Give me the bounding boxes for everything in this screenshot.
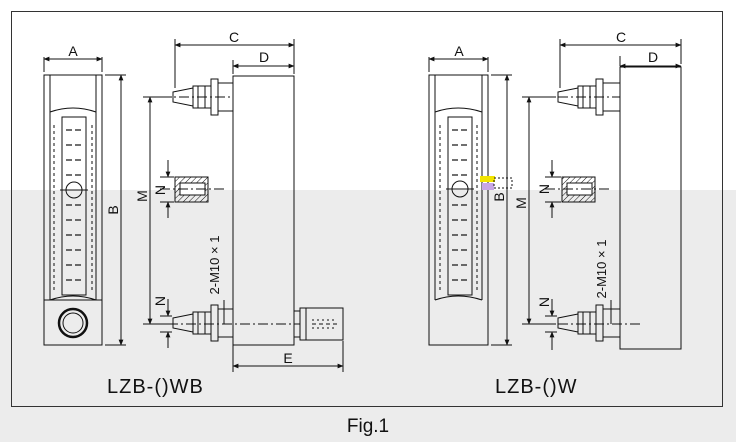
right-dim-b-label: B bbox=[491, 192, 507, 201]
left-view bbox=[43, 39, 344, 372]
left-model-label: LZB-()WB bbox=[107, 376, 204, 398]
right-dim-n-bottom-label: N bbox=[536, 297, 552, 307]
left-side-view bbox=[143, 75, 344, 346]
figure-frame bbox=[11, 11, 723, 407]
left-dim-d-label: D bbox=[259, 49, 269, 65]
right-view bbox=[428, 39, 682, 350]
right-side-view bbox=[522, 66, 682, 350]
right-dim-c-label: C bbox=[616, 29, 626, 45]
right-dim-n-top-label: N bbox=[536, 184, 552, 194]
left-dim-m-label: M bbox=[134, 190, 150, 202]
left-dim-c-label: C bbox=[229, 29, 239, 45]
left-dim-b-label: B bbox=[105, 205, 121, 214]
right-front-view bbox=[428, 74, 513, 346]
left-thread-label: 2-M10 × 1 bbox=[207, 236, 222, 295]
left-dim-n-top-label: N bbox=[152, 185, 168, 195]
left-dim-e-label: E bbox=[283, 350, 292, 366]
left-front-view bbox=[43, 74, 103, 346]
right-model-label: LZB-()W bbox=[495, 376, 578, 398]
right-dim-a-label: A bbox=[454, 43, 464, 59]
figure-caption: Fig.1 bbox=[346, 416, 390, 437]
left-dim-a-label: A bbox=[68, 43, 78, 59]
left-dim-n-bottom-label: N bbox=[152, 296, 168, 306]
right-thread-label: 2-M10 × 1 bbox=[594, 240, 609, 299]
right-dim-d-label: D bbox=[648, 49, 658, 65]
right-dim-m-label: M bbox=[513, 197, 529, 209]
